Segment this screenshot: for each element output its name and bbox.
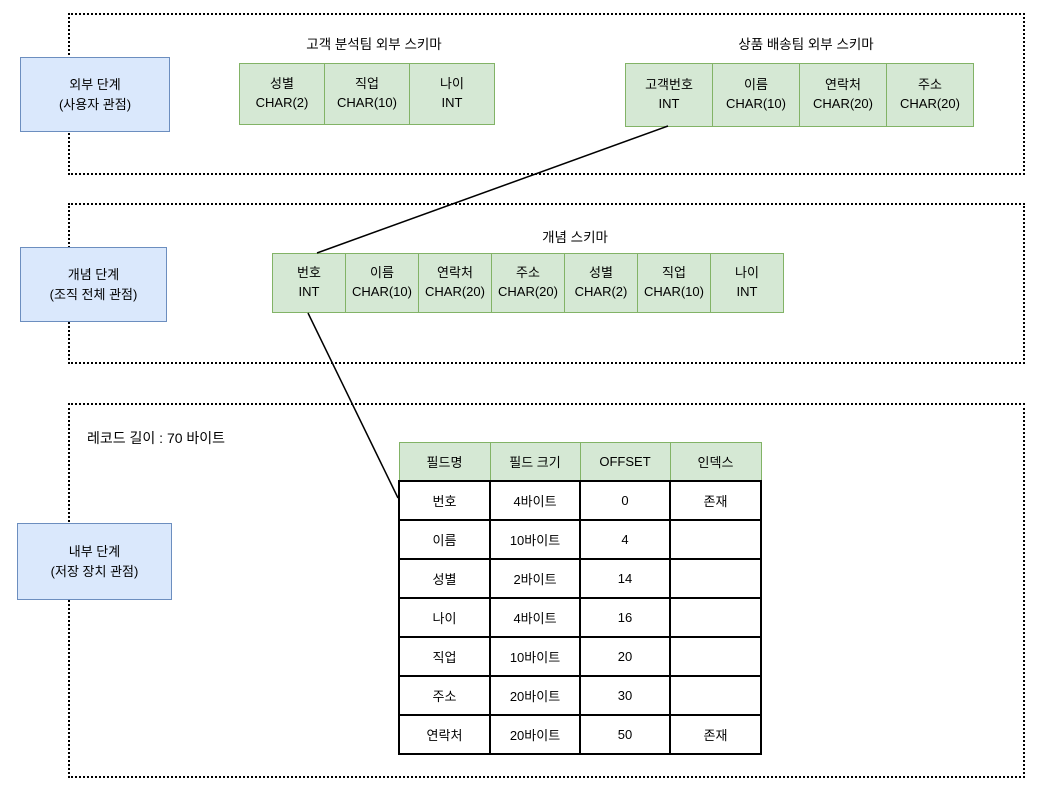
internal-level-label-line1: 내부 단계: [68, 544, 121, 559]
field-type: CHAR(10): [726, 96, 786, 111]
schema-field-box: 이름 CHAR(10): [345, 253, 419, 313]
field-name: 성별: [270, 76, 294, 92]
field-type: CHAR(20): [498, 284, 558, 299]
field-type: CHAR(2): [574, 284, 628, 299]
field-type: CHAR(20): [813, 96, 873, 111]
schema-field-box: 성별 CHAR(2): [564, 253, 638, 313]
schema-field-box: 주소 CHAR(20): [886, 63, 974, 127]
schema-field-box: 나이 INT: [710, 253, 784, 313]
customer-analysis-schema-fields: 성별 CHAR(2) 직업 CHAR(10) 나이 INT: [239, 63, 495, 125]
schema-field-box: 주소 CHAR(20): [491, 253, 565, 313]
schema-field-box: 직업 CHAR(10): [637, 253, 711, 313]
schema-field-box: 연락처 CHAR(20): [799, 63, 887, 127]
field-type: CHAR(10): [337, 95, 397, 110]
product-delivery-schema-title: 상품 배송팀 외부 스키마: [738, 37, 874, 52]
table-cell: 연락처: [398, 714, 491, 755]
internal-level-label-line2: (저장 장치 관점): [50, 563, 139, 579]
field-type: INT: [658, 96, 680, 111]
table-header-cell: 필드 크기: [489, 442, 581, 482]
field-type: CHAR(10): [352, 284, 412, 299]
field-name: 나이: [440, 76, 464, 92]
table-cell: 20바이트: [489, 714, 581, 755]
table-cell: 20: [579, 636, 671, 677]
table-cell: 0: [579, 480, 671, 521]
conceptual-schema-title: 개념 스키마: [542, 230, 608, 245]
field-name: 나이: [735, 265, 759, 281]
field-name: 성별: [589, 265, 613, 281]
schema-field-box: 고객번호 INT: [625, 63, 713, 127]
internal-level-label-box: 내부 단계 (저장 장치 관점): [17, 523, 172, 600]
table-cell: 성별: [398, 558, 491, 599]
table-cell: 10바이트: [489, 519, 581, 560]
table-header-cell: 인덱스: [669, 442, 762, 482]
table-cell: 16: [579, 597, 671, 638]
field-name: 주소: [516, 265, 540, 281]
table-cell: [669, 558, 762, 599]
field-name: 연락처: [437, 265, 473, 281]
field-type: CHAR(20): [425, 284, 485, 299]
conceptual-level-label-line2: (조직 전체 관점): [49, 286, 138, 302]
schema-field-box: 번호 INT: [272, 253, 346, 313]
record-length-label: 레코드 길이 : 70 바이트: [87, 430, 226, 446]
table-cell: 14: [579, 558, 671, 599]
schema-field-box: 연락처 CHAR(20): [418, 253, 492, 313]
field-name: 주소: [918, 77, 942, 93]
conceptual-schema-fields: 번호 INT 이름 CHAR(10) 연락처 CHAR(20) 주소 CHAR(20) 성별 CH…: [272, 253, 784, 313]
product-delivery-schema-fields: 고객번호 INT 이름 CHAR(10) 연락처 CHAR(20) 주소 CHAR(20): [625, 63, 974, 127]
schema-field-box: 성별 CHAR(2): [239, 63, 325, 125]
table-cell: 존재: [669, 714, 762, 755]
field-name: 직업: [355, 76, 379, 92]
table-cell: 4: [579, 519, 671, 560]
conceptual-level-label-line1: 개념 단계: [67, 267, 120, 282]
field-type: INT: [441, 95, 463, 110]
conceptual-level-label-box: 개념 단계 (조직 전체 관점): [20, 247, 167, 322]
table-cell: 번호: [398, 480, 491, 521]
table-cell: [669, 675, 762, 716]
field-type: CHAR(2): [255, 95, 309, 110]
external-level-label-line1: 외부 단계: [69, 77, 121, 92]
field-type: CHAR(20): [900, 96, 960, 111]
table-cell: 2바이트: [489, 558, 581, 599]
table-cell: [669, 519, 762, 560]
field-type: CHAR(10): [644, 284, 704, 299]
external-level-label-box: 외부 단계 (사용자 관점): [20, 57, 170, 132]
external-level-label-line2: (사용자 관점): [58, 96, 132, 112]
table-cell: 20바이트: [489, 675, 581, 716]
field-name: 연락처: [825, 77, 861, 93]
field-name: 고객번호: [645, 77, 693, 93]
table-cell: 4바이트: [489, 597, 581, 638]
table-cell: 이름: [398, 519, 491, 560]
field-name: 이름: [744, 77, 768, 93]
table-cell: 주소: [398, 675, 491, 716]
field-name: 이름: [370, 265, 394, 281]
field-name: 번호: [297, 265, 321, 281]
schema-field-box: 나이 INT: [409, 63, 495, 125]
field-type: INT: [298, 284, 320, 299]
table-cell: 직업: [398, 636, 491, 677]
schema-field-box: 이름 CHAR(10): [712, 63, 800, 127]
table-header-cell: 필드명: [398, 442, 491, 482]
table-cell: 30: [579, 675, 671, 716]
field-name: 직업: [662, 265, 686, 281]
table-cell: [669, 636, 762, 677]
table-cell: 나이: [398, 597, 491, 638]
customer-analysis-schema-title: 고객 분석팀 외부 스키마: [306, 37, 442, 52]
table-cell: 50: [579, 714, 671, 755]
table-header-cell: OFFSET: [579, 442, 671, 482]
table-cell: 10바이트: [489, 636, 581, 677]
field-type: INT: [736, 284, 758, 299]
table-cell: 존재: [669, 480, 762, 521]
table-cell: 4바이트: [489, 480, 581, 521]
table-cell: [669, 597, 762, 638]
schema-field-box: 직업 CHAR(10): [324, 63, 410, 125]
